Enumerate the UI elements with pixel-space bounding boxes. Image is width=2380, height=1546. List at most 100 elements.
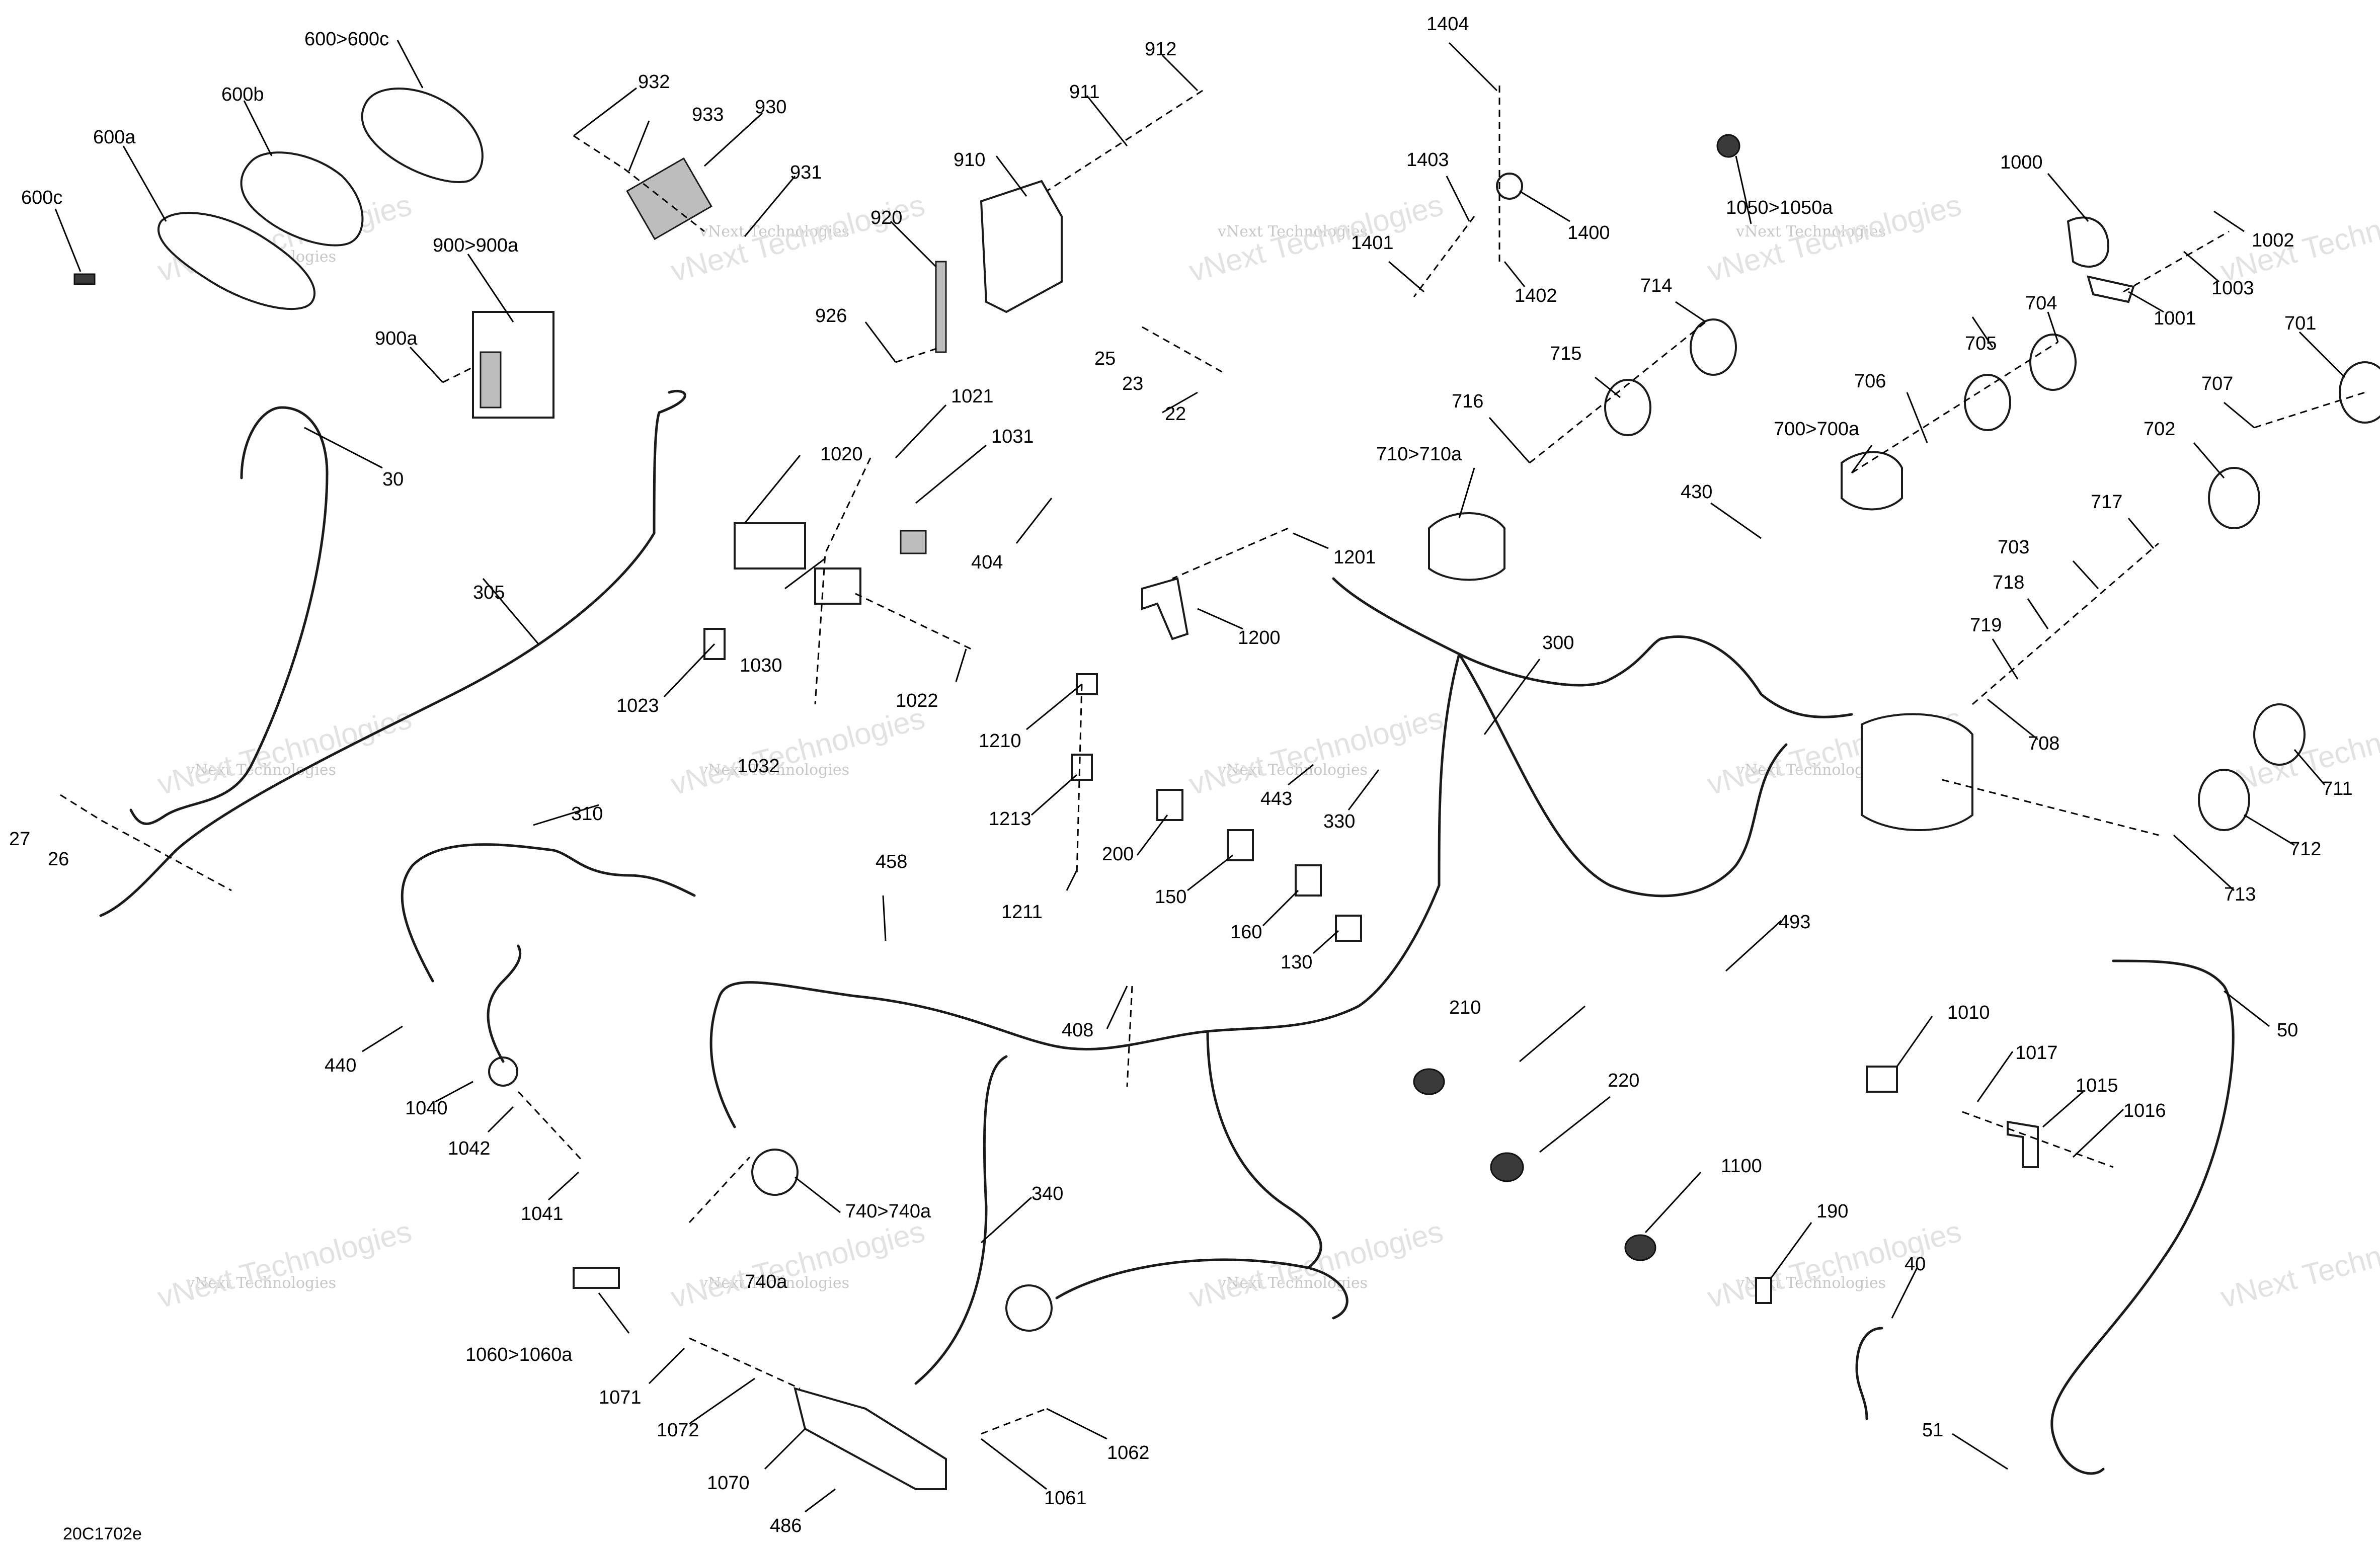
callout-458: 458 bbox=[876, 851, 907, 872]
module-1060[interactable] bbox=[573, 1267, 620, 1289]
callout-1400: 1400 bbox=[1567, 222, 1610, 243]
gauge-cluster-600[interactable] bbox=[361, 88, 484, 183]
bracket-1015[interactable] bbox=[2007, 1120, 2039, 1168]
sensor-1100[interactable] bbox=[1624, 1234, 1656, 1261]
callout-931: 931 bbox=[790, 162, 822, 183]
callout-1401: 1401 bbox=[1351, 232, 1394, 254]
headlight-right-assembly[interactable] bbox=[1861, 713, 1973, 831]
callout-1040: 1040 bbox=[405, 1098, 448, 1119]
watermark-big: vNext Technologies bbox=[2217, 188, 2380, 288]
ring-705[interactable] bbox=[1964, 374, 2011, 431]
fog-light-340[interactable] bbox=[1005, 1284, 1053, 1332]
callout-1200: 1200 bbox=[1238, 627, 1281, 648]
callout-910: 910 bbox=[954, 149, 985, 171]
connector-1050[interactable] bbox=[1716, 134, 1740, 158]
callout-700-700a: 700>700a bbox=[1774, 419, 1860, 440]
sensor-220[interactable] bbox=[1490, 1152, 1524, 1182]
assembly-line-1404 bbox=[1413, 86, 1500, 297]
strap-920[interactable] bbox=[935, 261, 947, 353]
relay-130[interactable] bbox=[1335, 915, 1362, 942]
callout-707: 707 bbox=[2201, 373, 2233, 394]
sensor-210[interactable] bbox=[1413, 1068, 1445, 1095]
callout-740a: 740a bbox=[745, 1271, 787, 1292]
fog-light-740[interactable] bbox=[751, 1149, 799, 1196]
callout-701: 701 bbox=[2284, 313, 2316, 334]
connector-1031[interactable] bbox=[900, 530, 927, 554]
headlight-700[interactable] bbox=[1841, 451, 1903, 511]
callout-1213: 1213 bbox=[989, 808, 1032, 830]
voltage-regulator-930[interactable] bbox=[626, 157, 712, 240]
relay-160[interactable] bbox=[1295, 864, 1322, 897]
assembly-line-1021 bbox=[814, 457, 871, 705]
ecm-bracket-910[interactable] bbox=[980, 180, 1063, 313]
callout-708: 708 bbox=[2028, 733, 2059, 754]
fuse-1210[interactable] bbox=[1076, 673, 1098, 695]
callout-719: 719 bbox=[1970, 615, 2002, 636]
fuse-holder-190[interactable] bbox=[1755, 1277, 1772, 1304]
callout-160: 160 bbox=[1230, 922, 1262, 943]
assembly-line-25 bbox=[1142, 326, 1223, 373]
cable-30[interactable] bbox=[129, 406, 329, 825]
screw-600c[interactable] bbox=[73, 273, 96, 285]
assembly-line-714 bbox=[1529, 321, 1706, 464]
callout-50: 50 bbox=[2277, 1020, 2298, 1041]
assembly-line-1201 bbox=[1172, 527, 1289, 580]
harness-305[interactable] bbox=[99, 389, 686, 917]
harness-310[interactable] bbox=[401, 843, 696, 983]
callout-1050-1050a: 1050>1050a bbox=[1726, 197, 1833, 218]
relay-200[interactable] bbox=[1156, 789, 1183, 821]
watermark-big: vNext Technologies bbox=[2217, 1214, 2380, 1314]
callout-1404: 1404 bbox=[1426, 14, 1469, 35]
cable-1040[interactable] bbox=[487, 944, 522, 1063]
assembly-line-1071 bbox=[689, 1337, 801, 1390]
callout-600-600c: 600>600c bbox=[304, 29, 389, 50]
callout-1017: 1017 bbox=[2015, 1042, 2058, 1064]
bracket-1001[interactable] bbox=[2087, 275, 2135, 303]
callout-600b: 600b bbox=[221, 84, 264, 105]
ring-711[interactable] bbox=[2253, 703, 2306, 766]
callout-1211: 1211 bbox=[1001, 902, 1043, 923]
callout-220: 220 bbox=[1608, 1070, 1639, 1091]
figure-id: 20C1702e bbox=[63, 1524, 142, 1543]
gauge-bezel-600a[interactable] bbox=[157, 212, 315, 310]
ring-715[interactable] bbox=[1604, 379, 1651, 436]
horn-1000[interactable] bbox=[2067, 216, 2110, 268]
clip-1023[interactable] bbox=[703, 628, 726, 660]
battery-terminal-900a[interactable] bbox=[480, 351, 502, 409]
mounting-plate-1070[interactable] bbox=[794, 1387, 947, 1490]
ring-704[interactable] bbox=[2029, 334, 2077, 391]
callout-51: 51 bbox=[1922, 1420, 1943, 1441]
switch-1010[interactable] bbox=[1866, 1066, 1898, 1093]
callout-labels: 600>600c 600b 600a 600c 932 933 930 931 … bbox=[9, 14, 2353, 1536]
assembly-line-1061 bbox=[981, 1408, 1047, 1435]
callout-912: 912 bbox=[1145, 39, 1176, 60]
sensor-1040[interactable] bbox=[488, 1056, 518, 1087]
sensor-1400[interactable] bbox=[1496, 173, 1523, 200]
callout-310: 310 bbox=[571, 803, 603, 825]
cable-50[interactable] bbox=[2050, 959, 2235, 1475]
ring-701[interactable] bbox=[2339, 361, 2380, 424]
callout-443: 443 bbox=[1260, 788, 1292, 809]
ring-714[interactable] bbox=[1690, 318, 1737, 376]
callout-900a: 900a bbox=[375, 328, 418, 349]
assembly-line-708 bbox=[1972, 542, 2159, 705]
gauge-bezel-600b[interactable] bbox=[240, 151, 364, 247]
assembly-line-1003 bbox=[2123, 230, 2230, 293]
assembly-line-408 bbox=[1126, 986, 1133, 1087]
watermark-small: vNext Technologies bbox=[1735, 223, 1886, 240]
callout-190: 190 bbox=[1816, 1201, 1848, 1222]
assembly-line-926 bbox=[895, 346, 941, 363]
callout-714: 714 bbox=[1640, 275, 1672, 296]
callout-702: 702 bbox=[2144, 419, 2175, 440]
ring-712[interactable] bbox=[2198, 769, 2250, 831]
bracket-1200[interactable] bbox=[1141, 577, 1189, 640]
callout-920: 920 bbox=[870, 207, 902, 228]
harness-340[interactable] bbox=[914, 1055, 1348, 1385]
switch-1020[interactable] bbox=[734, 522, 806, 569]
cable-40[interactable] bbox=[1855, 1327, 1883, 1420]
ring-702[interactable] bbox=[2208, 467, 2260, 529]
harness-300-main[interactable] bbox=[709, 577, 1853, 1269]
headlight-710[interactable] bbox=[1428, 512, 1505, 581]
